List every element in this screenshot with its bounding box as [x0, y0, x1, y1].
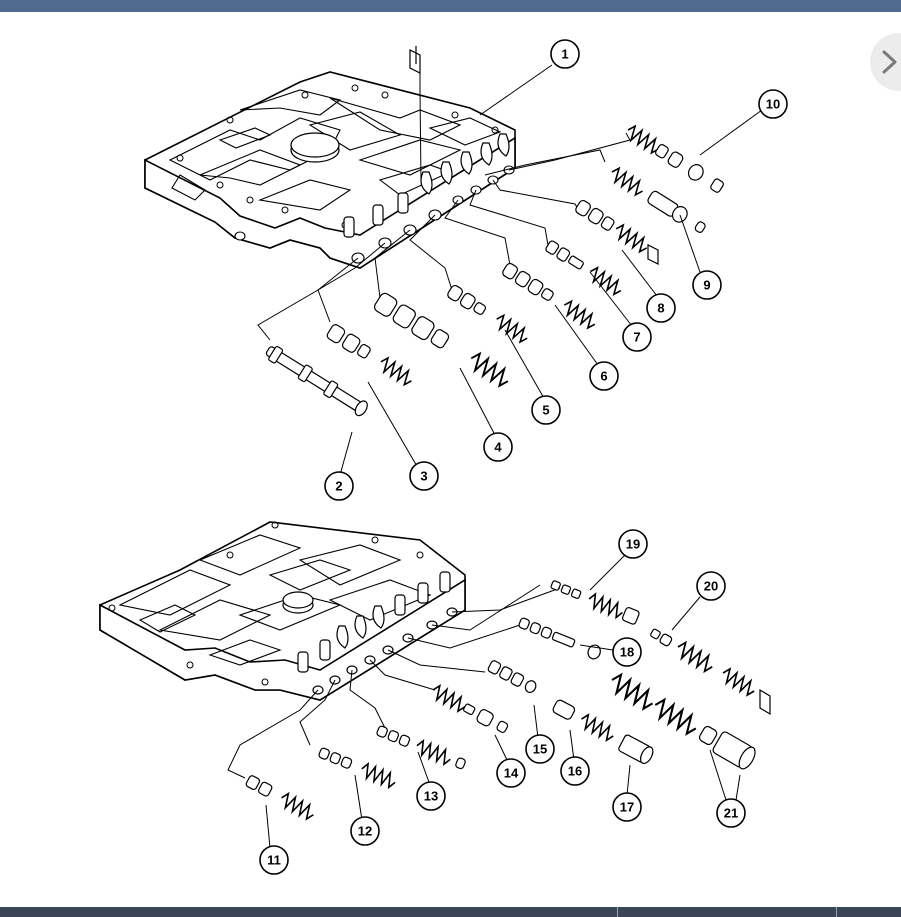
callout-20: 20 — [696, 571, 726, 601]
svg-text:18: 18 — [620, 645, 634, 660]
svg-text:17: 17 — [620, 800, 634, 815]
lower-valve-body — [99, 521, 466, 701]
callout-12: 12 — [350, 816, 380, 846]
bottom-bar-divider — [617, 907, 618, 917]
callout-13: 13 — [416, 781, 446, 811]
svg-text:5: 5 — [542, 403, 549, 418]
svg-text:6: 6 — [600, 369, 607, 384]
upper-valve-body — [144, 46, 516, 269]
callout-19: 19 — [618, 529, 648, 559]
svg-text:2: 2 — [335, 479, 342, 494]
callout-15: 15 — [525, 734, 555, 764]
svg-text:8: 8 — [657, 301, 664, 316]
callout-9: 9 — [692, 270, 722, 300]
callout-10: 10 — [758, 89, 788, 119]
lower-callout-pointers — [265, 554, 741, 849]
callout-4: 4 — [483, 432, 513, 462]
callout-5: 5 — [531, 395, 561, 425]
callout-16: 16 — [560, 756, 590, 786]
callout-17: 17 — [612, 792, 642, 822]
svg-text:3: 3 — [420, 469, 427, 484]
callout-2: 2 — [324, 471, 354, 501]
lower-valve-parts — [245, 580, 771, 822]
callout-6: 6 — [589, 361, 619, 391]
valve-body-exploded-diagram: 1 2 3 4 5 6 7 8 9 10 — [99, 39, 788, 875]
svg-text:11: 11 — [267, 853, 281, 868]
svg-text:7: 7 — [633, 330, 640, 345]
svg-text:15: 15 — [533, 742, 547, 757]
svg-text:14: 14 — [504, 766, 519, 781]
callout-8: 8 — [646, 293, 676, 323]
callout-11: 11 — [259, 845, 289, 875]
callout-1: 1 — [550, 39, 580, 69]
upper-valve-bores — [234, 133, 515, 264]
callout-14: 14 — [496, 758, 526, 788]
svg-text:20: 20 — [704, 579, 718, 594]
svg-text:13: 13 — [424, 789, 438, 804]
upper-valve-parts — [265, 123, 724, 417]
svg-text:1: 1 — [561, 47, 568, 62]
callout-7: 7 — [622, 322, 652, 352]
lower-leader-lines — [227, 584, 561, 779]
bottom-bar — [0, 907, 901, 917]
callout-18: 18 — [612, 637, 642, 667]
svg-text:4: 4 — [494, 440, 502, 455]
upper-leader-lines — [257, 68, 631, 341]
svg-text:10: 10 — [766, 97, 780, 112]
svg-text:19: 19 — [626, 537, 640, 552]
svg-text:16: 16 — [568, 764, 582, 779]
callout-21: 21 — [716, 798, 746, 828]
chevron-right-icon — [882, 50, 897, 74]
bottom-bar-divider — [836, 907, 837, 917]
svg-text:9: 9 — [703, 278, 710, 293]
top-bar — [0, 0, 901, 12]
svg-text:12: 12 — [358, 824, 372, 839]
upper-callout-pointers — [339, 64, 763, 476]
callout-3: 3 — [409, 461, 439, 491]
svg-text:21: 21 — [724, 806, 738, 821]
